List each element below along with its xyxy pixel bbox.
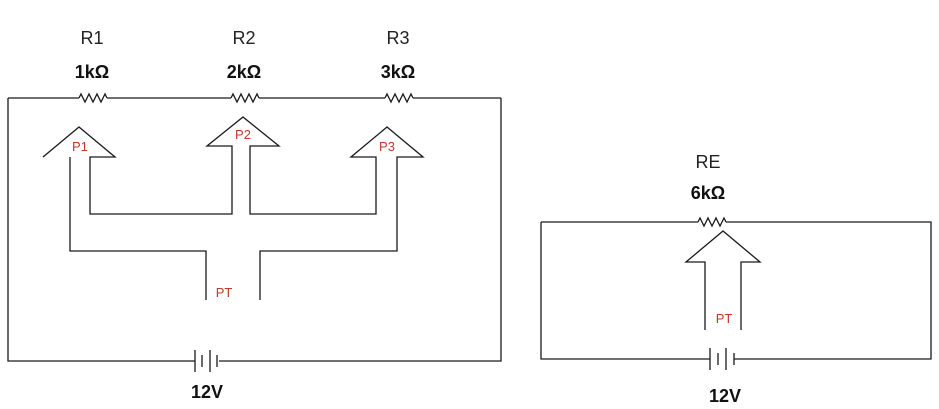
power-label-pt-right: PT [716,311,733,326]
right-circuit-wires [540,221,932,360]
power-flow-arrow-left [42,116,425,300]
resistor-r3-value: 3kΩ [381,62,415,82]
resistor-r2-symbol [230,92,260,104]
resistor-r3-symbol [384,92,414,104]
power-flow-arrow-right [684,230,762,330]
resistor-r1-symbol [78,92,108,104]
source-voltage-left: 12V [191,382,223,402]
power-label-pt-left: PT [216,285,233,300]
resistor-re-name: RE [695,152,720,172]
resistor-r2-value: 2kΩ [227,62,261,82]
resistor-re-symbol [697,216,727,228]
battery-left-symbol [194,350,218,372]
resistor-r1-name: R1 [80,28,103,48]
power-label-p3: P3 [379,139,395,154]
resistor-re-value: 6kΩ [691,183,725,203]
source-voltage-right: 12V [709,386,741,406]
power-label-p1: P1 [72,139,88,154]
battery-right-symbol [709,348,735,370]
left-side-wires [7,98,502,362]
power-label-p2: P2 [235,127,251,142]
resistor-r2-name: R2 [232,28,255,48]
power-flow-arrow-left-outer [69,157,207,300]
resistor-r3-name: R3 [386,28,409,48]
resistor-r1-value: 1kΩ [75,62,109,82]
